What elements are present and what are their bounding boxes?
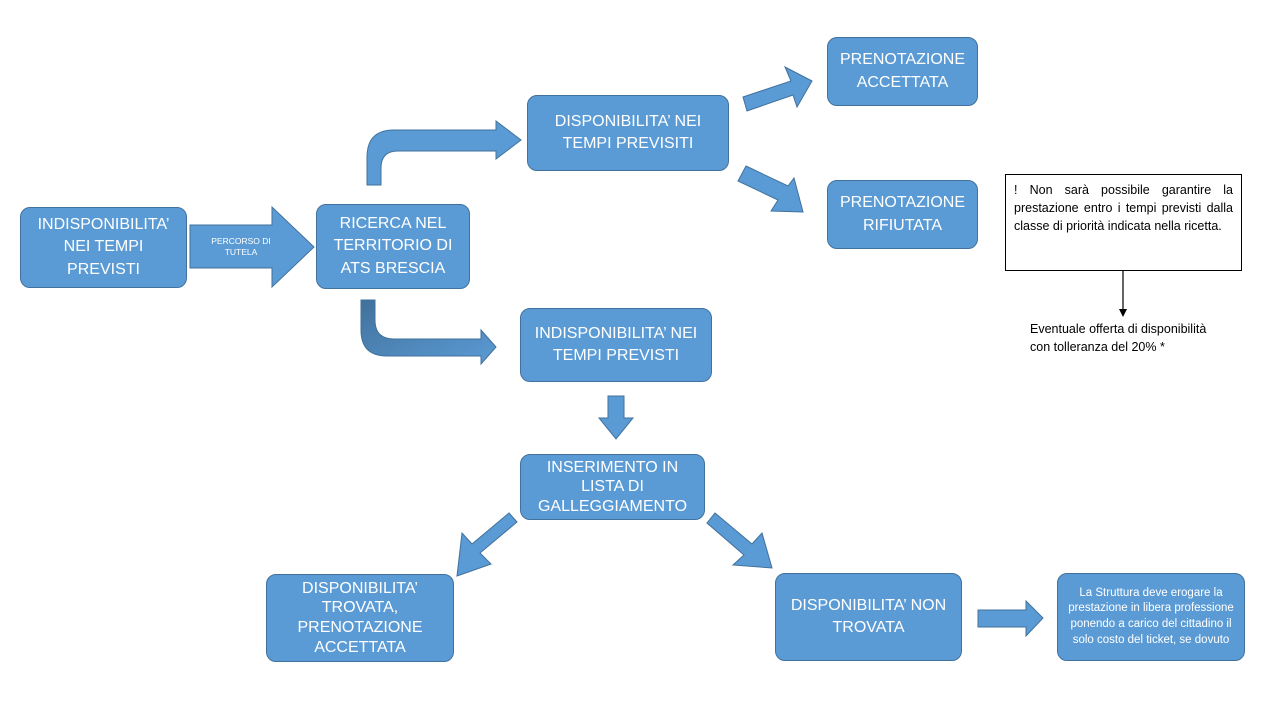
node-ricerca-ats-brescia: RICERCA NEL TERRITORIO DI ATS BRESCIA <box>316 204 470 289</box>
note-followup-text: Eventuale offerta di disponibilità con t… <box>1030 322 1207 355</box>
arrow-down-to-inserimento <box>597 395 635 440</box>
node-indisponibilita-start: INDISPONIBILITA’ NEI TEMPI PREVISTI <box>20 207 187 288</box>
node-inserimento-lista: INSERIMENTO IN LISTA DI GALLEGGIAMENTO <box>520 454 705 520</box>
warning-note: ! Non sarà possibile garantire la presta… <box>1005 174 1242 271</box>
note-connector-arrowhead <box>1119 309 1127 317</box>
node-struttura-libera-professione: La Struttura deve erogare la prestazione… <box>1057 573 1245 661</box>
arrow-to-disponibilita-trovata <box>456 512 518 577</box>
node-prenotazione-accettata: PRENOTAZIONE ACCETTATA <box>827 37 978 106</box>
percorso-tutela-label: PERCORSO DI TUTELA <box>211 236 271 258</box>
arrow-to-prenotazione-rifiutata <box>737 165 804 213</box>
node-disponibilita-tempi: DISPONIBILITA’ NEI TEMPI PREVISITI <box>527 95 729 171</box>
arrow-to-struttura <box>977 599 1044 638</box>
arrow-bent-down-to-indisponibilita <box>360 299 497 366</box>
arrow-to-prenotazione-accettata <box>742 65 813 112</box>
arrow-percorso-tutela <box>189 205 315 289</box>
node-prenotazione-rifiutata: PRENOTAZIONE RIFIUTATA <box>827 180 978 249</box>
node-disponibilita-trovata: DISPONIBILITA’ TROVATA, PRENOTAZIONE ACC… <box>266 574 454 662</box>
arrow-bent-up-to-disponibilita <box>366 119 522 186</box>
node-indisponibilita-tempi: INDISPONIBILITA’ NEI TEMPI PREVISTI <box>520 308 712 382</box>
node-disponibilita-non-trovata: DISPONIBILITA’ NON TROVATA <box>775 573 962 661</box>
arrow-to-disponibilita-non-trovata <box>706 512 773 569</box>
